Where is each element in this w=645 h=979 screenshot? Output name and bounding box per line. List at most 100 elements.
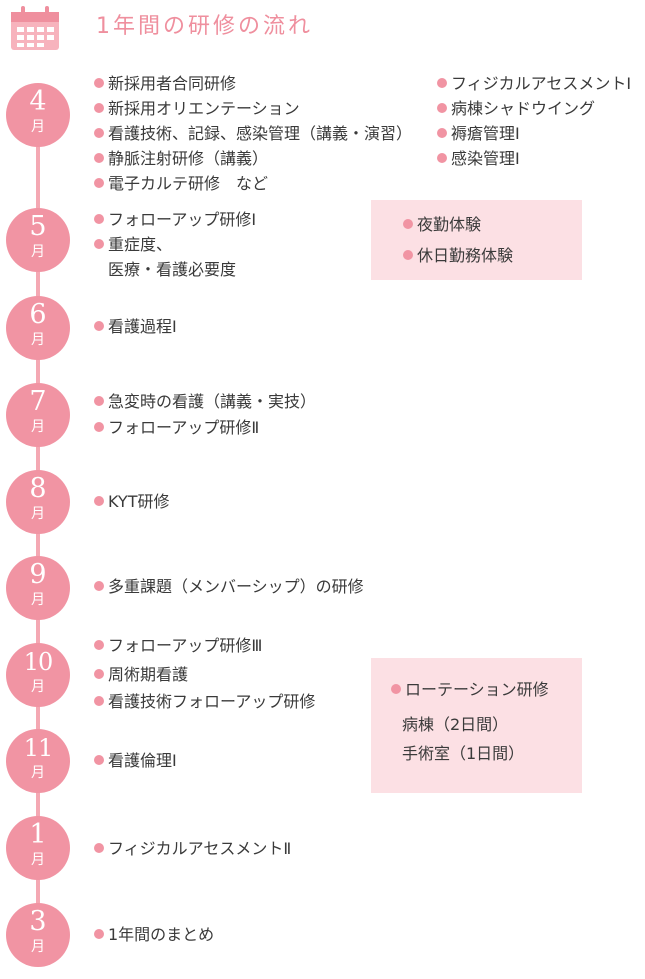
box-item: 休日勤務体験 <box>403 246 513 266</box>
month-number: 1 <box>29 819 47 850</box>
list-item: フォローアップ研修Ⅰ <box>94 210 256 230</box>
month-badge-october: 10 月 <box>6 643 70 707</box>
bullet-dot <box>94 755 104 765</box>
item-label: 病棟シャドウイング <box>451 99 596 118</box>
item-label: ローテーション研修 <box>405 680 549 699</box>
list-item: KYT研修 <box>94 492 169 512</box>
list-item: 新採用オリエンテーション <box>94 99 300 119</box>
bullet-dot <box>437 153 447 163</box>
bullet-dot <box>391 684 401 694</box>
item-label: 褥瘡管理Ⅰ <box>451 124 520 143</box>
item-label: 新採用者合同研修 <box>108 74 237 93</box>
item-label: 看護倫理Ⅰ <box>108 751 177 770</box>
month-unit: 月 <box>31 939 45 955</box>
month-badge-may: 5 月 <box>6 208 70 272</box>
list-item: 1年間のまとめ <box>94 925 214 945</box>
item-label: フィジカルアセスメントⅠ <box>451 74 632 93</box>
bullet-dot <box>94 929 104 939</box>
month-unit: 月 <box>31 332 45 348</box>
bullet-dot <box>94 239 104 249</box>
bullet-dot <box>403 250 413 260</box>
list-item: 電子カルテ研修 など <box>94 174 268 194</box>
list-item: 新採用者合同研修 <box>94 74 236 94</box>
item-continuation: 医療・看護必要度 <box>108 260 237 279</box>
month-badge-november: 11 月 <box>6 729 70 793</box>
month-badge-march: 3 月 <box>6 903 70 967</box>
month-number: 9 <box>29 559 47 590</box>
list-item: フォローアップ研修Ⅲ <box>94 636 262 656</box>
month-number: 6 <box>29 299 47 330</box>
month-number: 3 <box>29 906 47 937</box>
month-unit: 月 <box>31 852 45 868</box>
bullet-dot <box>437 103 447 113</box>
list-item: フォローアップ研修Ⅱ <box>94 418 259 438</box>
bullet-dot <box>437 128 447 138</box>
month-badge-august: 8 月 <box>6 470 70 534</box>
month-unit: 月 <box>31 679 45 695</box>
bullet-dot <box>94 581 104 591</box>
bullet-dot <box>94 214 104 224</box>
month-badge-january: 1 月 <box>6 816 70 880</box>
month-badge-june: 6 月 <box>6 296 70 360</box>
item-label: 多重課題（メンバーシップ）の研修 <box>108 577 364 596</box>
item-label: 静脈注射研修（講義） <box>108 149 269 168</box>
item-label: 感染管理Ⅰ <box>451 149 520 168</box>
month-number: 11 <box>23 734 54 762</box>
item-label: 看護技術フォローアップ研修 <box>108 692 316 711</box>
month-badge-september: 9 月 <box>6 556 70 620</box>
page-title: 1年間の研修の流れ <box>96 14 313 39</box>
list-item: 重症度、 <box>94 235 172 255</box>
calendar-icon <box>11 6 59 50</box>
list-item: 褥瘡管理Ⅰ <box>437 124 520 144</box>
list-item: 多重課題（メンバーシップ）の研修 <box>94 577 364 597</box>
list-item: 看護技術、記録、感染管理（講義・演習） <box>94 124 412 144</box>
bullet-dot <box>94 422 104 432</box>
month-number: 4 <box>29 86 47 117</box>
list-item: 急変時の看護（講義・実技） <box>94 392 316 412</box>
highlight-box-may <box>371 200 582 280</box>
list-item: 看護技術フォローアップ研修 <box>94 692 315 712</box>
item-label: 夜勤体験 <box>417 215 482 234</box>
item-label: 電子カルテ研修 など <box>108 174 269 193</box>
item-label: 急変時の看護（講義・実技） <box>108 392 317 411</box>
bullet-dot <box>94 696 104 706</box>
item-label: 新採用オリエンテーション <box>108 99 300 118</box>
bullet-dot <box>94 640 104 650</box>
item-label: 休日勤務体験 <box>417 246 514 265</box>
bullet-dot <box>94 321 104 331</box>
month-unit: 月 <box>31 592 45 608</box>
item-label: フォローアップ研修Ⅱ <box>108 418 260 437</box>
list-item: フィジカルアセスメントⅠ <box>437 74 631 94</box>
list-item: 感染管理Ⅰ <box>437 149 520 169</box>
month-unit: 月 <box>31 119 45 135</box>
item-label: フォローアップ研修Ⅰ <box>108 210 257 229</box>
item-label: KYT研修 <box>108 492 170 511</box>
month-badge-july: 7 月 <box>6 383 70 447</box>
list-item: 病棟シャドウイング <box>437 99 595 119</box>
month-unit: 月 <box>31 244 45 260</box>
list-item: フィジカルアセスメントⅡ <box>94 839 291 859</box>
list-item: 周術期看護 <box>94 665 188 685</box>
item-label: 看護過程Ⅰ <box>108 317 177 336</box>
month-number: 5 <box>29 211 47 242</box>
bullet-dot <box>94 103 104 113</box>
month-badge-april: 4 月 <box>6 83 70 147</box>
item-label: フィジカルアセスメントⅡ <box>108 839 292 858</box>
bullet-dot <box>94 496 104 506</box>
month-number: 8 <box>29 473 47 504</box>
bullet-dot <box>94 843 104 853</box>
bullet-dot <box>94 153 104 163</box>
box-heading: ローテーション研修 <box>391 680 549 700</box>
bullet-dot <box>94 128 104 138</box>
bullet-dot <box>94 78 104 88</box>
bullet-dot <box>403 219 413 229</box>
month-number: 10 <box>23 648 54 676</box>
item-label: 看護技術、記録、感染管理（講義・演習） <box>108 124 413 143</box>
bullet-dot <box>94 396 104 406</box>
list-item: 看護倫理Ⅰ <box>94 751 177 771</box>
item-label: 1年間のまとめ <box>108 925 215 944</box>
box-line: 病棟（2日間） <box>402 715 509 734</box>
item-label: フォローアップ研修Ⅲ <box>108 636 263 655</box>
bullet-dot <box>94 669 104 679</box>
list-item: 静脈注射研修（講義） <box>94 149 268 169</box>
